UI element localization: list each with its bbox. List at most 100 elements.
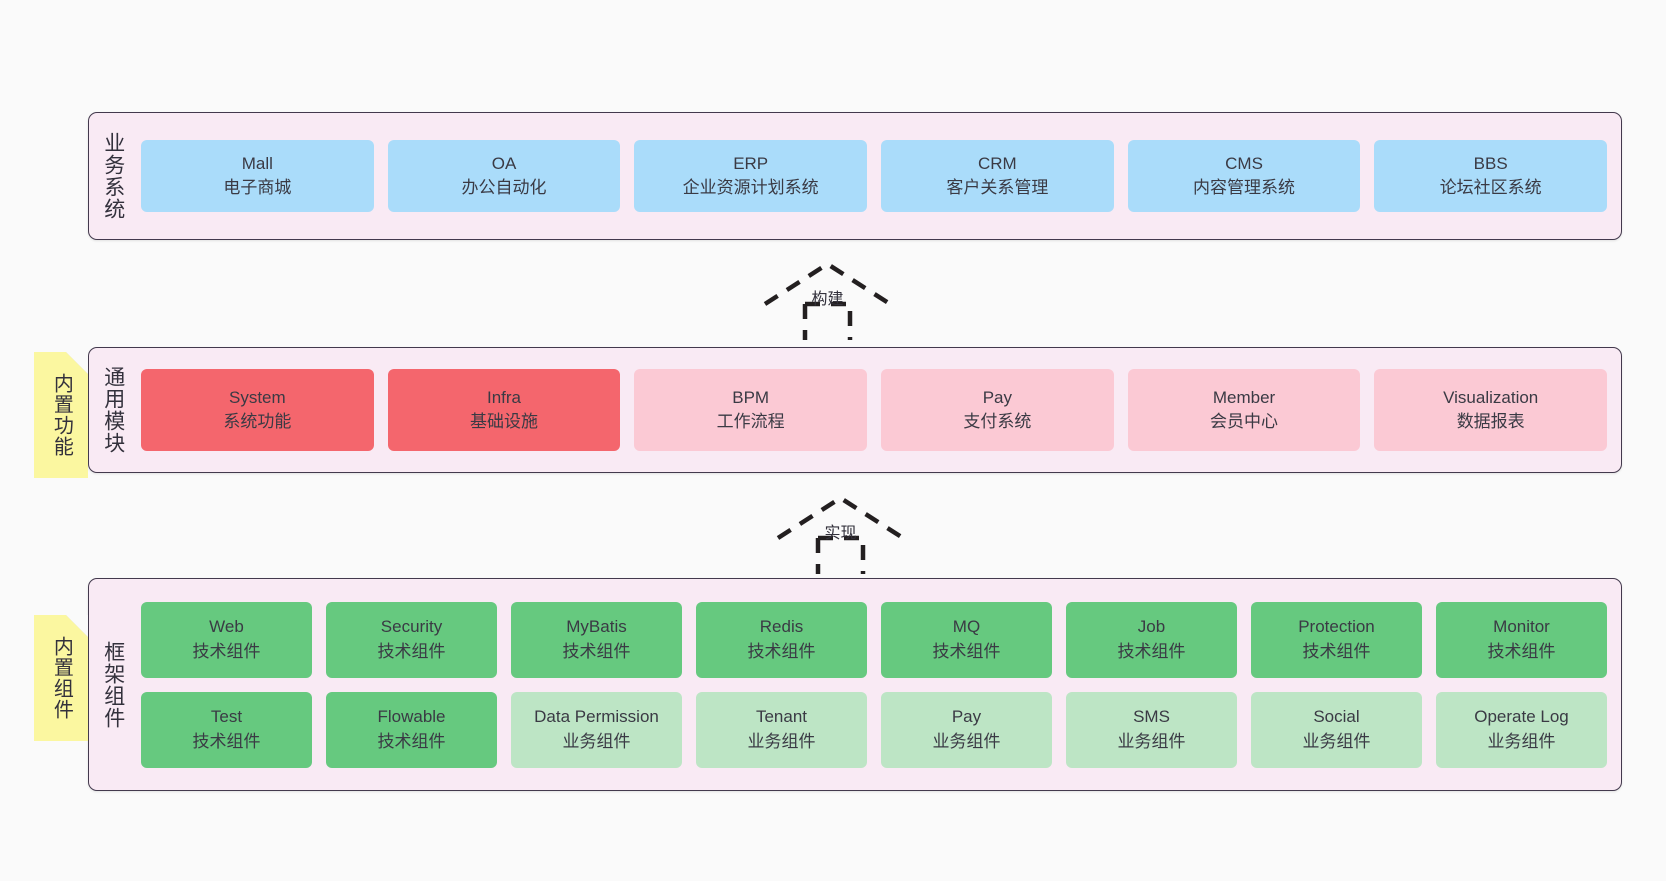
box-title: Member <box>1212 387 1276 407</box>
box-pay-component[interactable]: Pay 业务组件 <box>881 691 1052 768</box>
box-mybatis[interactable]: MyBatis 技术组件 <box>511 601 682 678</box>
box-subtitle: 技术组件 <box>562 641 631 661</box>
sticky-note-label: 内置组件 <box>50 636 73 720</box>
box-subtitle: 业务组件 <box>1117 731 1186 751</box>
sticky-note-label: 内置功能 <box>50 373 73 457</box>
box-title: Test <box>210 707 243 727</box>
box-infra[interactable]: Infra 基础设施 <box>387 369 621 451</box>
box-subtitle: 会员中心 <box>1210 412 1279 431</box>
box-subtitle: 客户关系管理 <box>946 178 1049 197</box>
box-social[interactable]: Social 业务组件 <box>1251 691 1422 768</box>
box-protection[interactable]: Protection 技术组件 <box>1251 601 1422 678</box>
box-monitor[interactable]: Monitor 技术组件 <box>1436 601 1607 678</box>
box-subtitle: 系统功能 <box>223 412 292 431</box>
connector-label-build: 构建 <box>811 291 844 308</box>
sticky-note-builtin-components: 内置组件 <box>34 615 88 741</box>
box-flowable[interactable]: Flowable 技术组件 <box>326 691 497 768</box>
box-subtitle: 支付系统 <box>963 412 1032 431</box>
row: Test 技术组件 Flowable 技术组件 Data Permission … <box>141 691 1607 768</box>
box-title: Flowable <box>377 707 446 727</box>
box-oa[interactable]: OA 办公自动化 <box>387 140 621 212</box>
box-title: Security <box>380 617 443 637</box>
connector-implement: 实现 <box>768 492 913 574</box>
box-subtitle: 技术组件 <box>1302 641 1371 661</box>
box-redis[interactable]: Redis 技术组件 <box>696 601 867 678</box>
section-title-business-systems: 业务系统 <box>101 132 125 220</box>
box-erp[interactable]: ERP 企业资源计划系统 <box>634 140 868 212</box>
section-body-framework-components: Web 技术组件 Security 技术组件 MyBatis 技术组件 Redi… <box>137 579 1621 790</box>
box-title: Tenant <box>755 707 808 727</box>
row: Mall 电子商城 OA 办公自动化 ERP 企业资源计划系统 CRM 客户关系… <box>141 140 1608 212</box>
box-title: Mall <box>241 153 273 173</box>
box-subtitle: 技术组件 <box>377 731 446 751</box>
box-subtitle: 内容管理系统 <box>1193 178 1296 197</box>
box-title: MQ <box>952 617 981 637</box>
box-operate-log[interactable]: Operate Log 业务组件 <box>1436 691 1607 768</box>
box-title: MyBatis <box>566 617 627 637</box>
box-mq[interactable]: MQ 技术组件 <box>881 601 1052 678</box>
section-title-framework-components: 框架组件 <box>101 640 125 729</box>
row: System 系统功能 Infra 基础设施 BPM 工作流程 Pay 支付系统… <box>141 369 1608 451</box>
section-business-systems: 业务系统 Mall 电子商城 OA 办公自动化 ERP 企业资源计划系统 CRM… <box>88 112 1622 240</box>
section-body-business-systems: Mall 电子商城 OA 办公自动化 ERP 企业资源计划系统 CRM 客户关系… <box>137 113 1621 239</box>
box-subtitle: 业务组件 <box>562 731 631 751</box>
box-title: Web <box>209 617 244 637</box>
box-data-permission[interactable]: Data Permission 业务组件 <box>511 691 682 768</box>
box-bbs[interactable]: BBS 论坛社区系统 <box>1374 140 1608 212</box>
box-title: ERP <box>733 153 769 173</box>
box-mall[interactable]: Mall 电子商城 <box>141 140 374 212</box>
box-job[interactable]: Job 技术组件 <box>1066 601 1237 678</box>
box-pay[interactable]: Pay 支付系统 <box>881 369 1114 451</box>
box-title: Social <box>1313 707 1360 727</box>
sticky-note-builtin-functions: 内置功能 <box>34 352 88 478</box>
box-visualization[interactable]: Visualization 数据报表 <box>1374 369 1608 451</box>
box-title: Pay <box>951 707 982 727</box>
box-test[interactable]: Test 技术组件 <box>141 691 312 768</box>
box-subtitle: 技术组件 <box>1117 641 1186 661</box>
box-title: Protection <box>1298 617 1375 637</box>
box-title: CMS <box>1225 153 1263 173</box>
box-subtitle: 电子商城 <box>223 178 292 197</box>
box-title: BPM <box>732 387 770 407</box>
section-body-common-modules: System 系统功能 Infra 基础设施 BPM 工作流程 Pay 支付系统… <box>137 348 1621 472</box>
box-title: CRM <box>977 153 1017 173</box>
box-subtitle: 技术组件 <box>1487 641 1556 661</box>
box-crm[interactable]: CRM 客户关系管理 <box>881 140 1114 212</box>
connector-label-implement: 实现 <box>824 525 857 542</box>
box-subtitle: 基础设施 <box>470 412 538 431</box>
box-subtitle: 业务组件 <box>1302 731 1371 751</box>
box-subtitle: 工作流程 <box>716 412 785 431</box>
box-title: Monitor <box>1493 617 1550 637</box>
box-subtitle: 技术组件 <box>192 641 261 661</box>
box-title: Infra <box>486 387 522 407</box>
box-subtitle: 数据报表 <box>1456 412 1525 431</box>
box-subtitle: 技术组件 <box>747 641 816 661</box>
box-bpm[interactable]: BPM 工作流程 <box>634 369 868 451</box>
box-cms[interactable]: CMS 内容管理系统 <box>1127 140 1361 212</box>
box-title: Visualization <box>1443 387 1539 407</box>
box-subtitle: 企业资源计划系统 <box>682 178 819 197</box>
row: Web 技术组件 Security 技术组件 MyBatis 技术组件 Redi… <box>141 601 1607 678</box>
box-subtitle: 技术组件 <box>932 641 1001 661</box>
box-member[interactable]: Member 会员中心 <box>1127 369 1361 451</box>
box-title: Operate Log <box>1474 707 1569 727</box>
box-subtitle: 办公自动化 <box>461 178 547 197</box>
box-title: Redis <box>759 617 804 637</box>
box-system[interactable]: System 系统功能 <box>141 369 374 451</box>
box-title: SMS <box>1133 707 1170 727</box>
section-title-common-modules: 通用模块 <box>101 366 125 454</box>
box-title: Data Permission <box>534 707 659 727</box>
box-sms[interactable]: SMS 业务组件 <box>1066 691 1237 768</box>
box-title: System <box>228 387 286 407</box>
box-web[interactable]: Web 技术组件 <box>141 601 312 678</box>
box-title: OA <box>491 153 517 173</box>
box-subtitle: 业务组件 <box>932 731 1001 751</box>
section-framework-components: 框架组件 Web 技术组件 Security 技术组件 MyBatis 技术组件… <box>88 578 1622 791</box>
section-common-modules: 通用模块 System 系统功能 Infra 基础设施 BPM 工作流程 Pay… <box>88 347 1622 473</box>
generalization-arrow-icon <box>763 261 892 340</box>
box-security[interactable]: Security 技术组件 <box>326 601 497 678</box>
box-title: Job <box>1137 617 1166 637</box>
box-subtitle: 技术组件 <box>192 731 261 751</box>
box-tenant[interactable]: Tenant 业务组件 <box>696 691 867 768</box>
